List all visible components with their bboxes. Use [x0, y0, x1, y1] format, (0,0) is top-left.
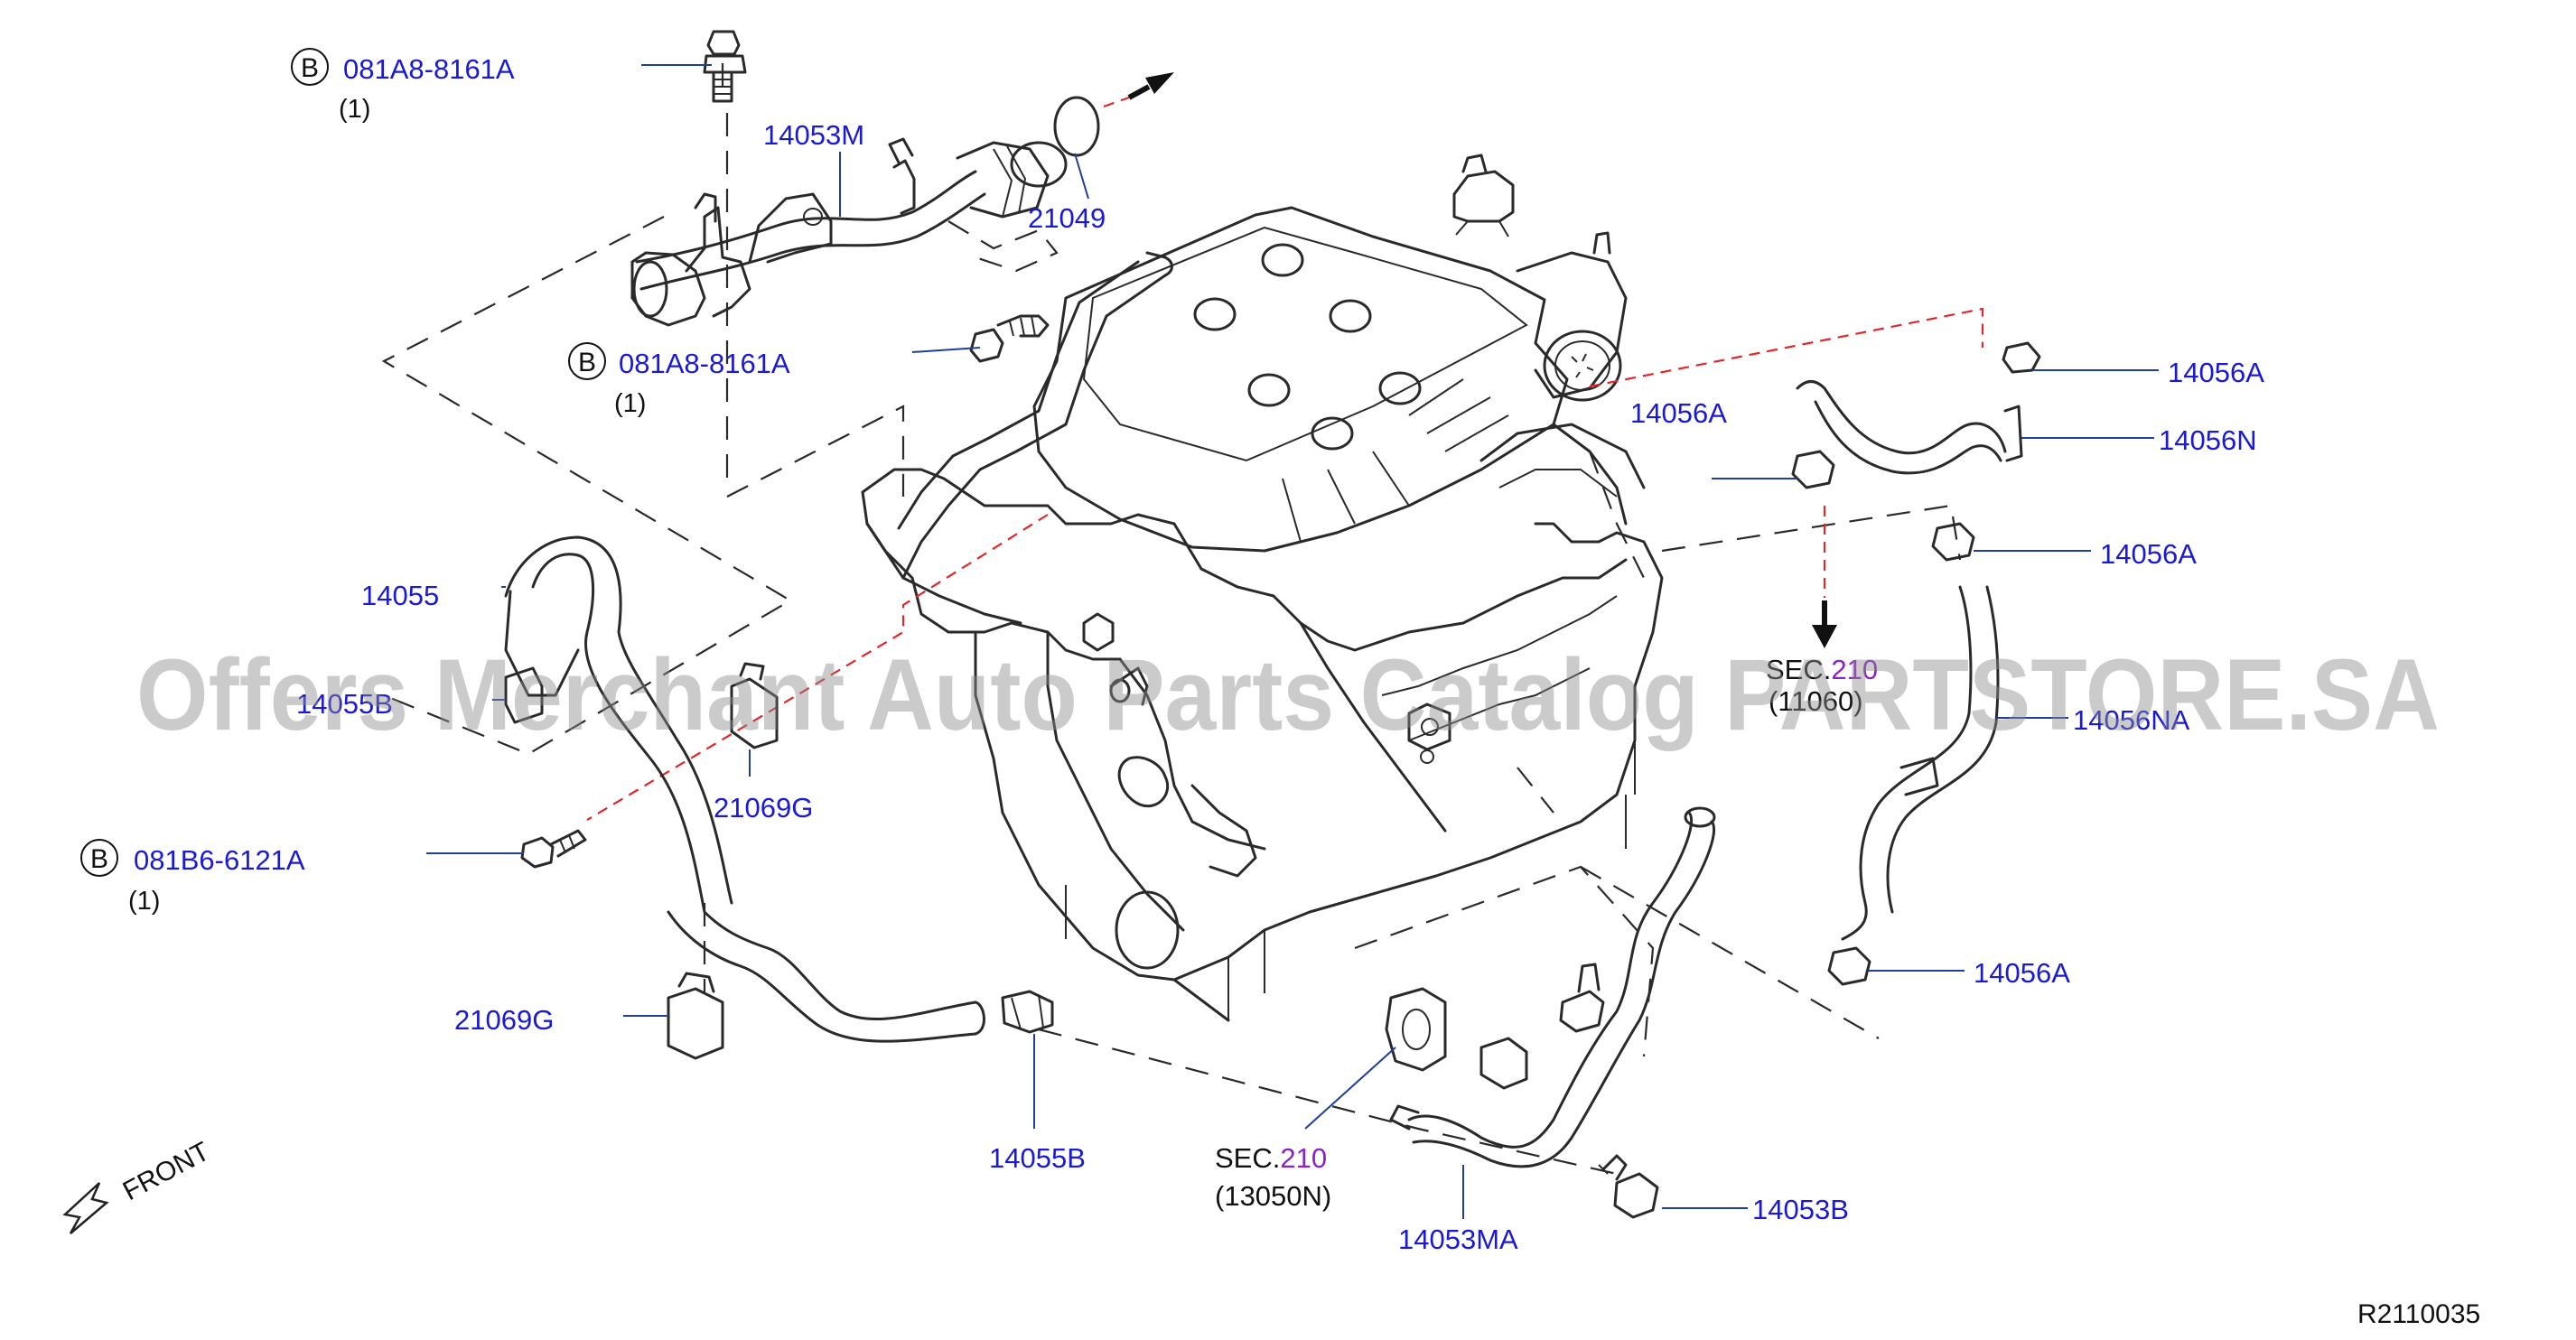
bolt-circle-icon: [568, 342, 606, 380]
bolt-letter: B: [301, 53, 319, 83]
part-number: 081A8-8161A: [619, 348, 790, 379]
label-21069G-lower[interactable]: 21069G: [454, 1004, 554, 1036]
water-outlet-assembly: [630, 30, 1174, 363]
bolt-circle-icon: [291, 48, 329, 86]
part-number: 081A8-8161A: [343, 53, 515, 85]
label-21049[interactable]: 21049: [1028, 202, 1106, 234]
label-14056A-3[interactable]: 14056A: [2100, 538, 2197, 570]
label-14056NA[interactable]: 14056NA: [2073, 704, 2190, 736]
red-guides: [586, 96, 1984, 821]
label-14056A-1[interactable]: 14056A: [1630, 397, 1727, 429]
callout-bolt-left[interactable]: B 081B6-6121A (1): [80, 839, 305, 916]
label-14056A-4[interactable]: 14056A: [1974, 957, 2070, 989]
quantity: (1): [614, 389, 646, 418]
quantity: (1): [339, 95, 370, 124]
label-14055B-bottom[interactable]: 14055B: [989, 1142, 1086, 1174]
label-14055[interactable]: 14055: [361, 580, 439, 611]
label-21069G-upper[interactable]: 21069G: [714, 792, 813, 824]
front-label: FRONT: [118, 1137, 215, 1207]
hose-14055: [504, 535, 1054, 1060]
callout-bolt-mid[interactable]: B 081A8-8161A (1): [568, 342, 790, 418]
callout-bolt-top[interactable]: B 081A8-8161A (1): [291, 48, 515, 124]
sec-subpart: (11060): [1769, 685, 1863, 717]
label-14056N[interactable]: 14056N: [2159, 424, 2257, 456]
engine-block: [861, 154, 1664, 1022]
bolt-circle-icon: [80, 839, 118, 877]
sec-reference: SEC.210: [1766, 654, 1878, 685]
label-14056A-2[interactable]: 14056A: [2168, 357, 2264, 388]
hoses-14056: [1791, 341, 2041, 986]
quantity: (1): [128, 887, 160, 916]
sec-reference: SEC.210: [1215, 1142, 1327, 1174]
bolt-letter: B: [90, 844, 108, 874]
label-14053MA[interactable]: 14053MA: [1398, 1224, 1518, 1255]
callout-sec210-right[interactable]: SEC.210 (11060): [1766, 654, 1878, 717]
bolt-letter: B: [578, 348, 596, 377]
label-14055B-left[interactable]: 14055B: [296, 688, 393, 720]
sec-subpart: (13050N): [1215, 1180, 1331, 1212]
front-arrow-icon: [62, 1182, 109, 1234]
callout-sec210-bottom[interactable]: SEC.210 (13050N): [1215, 1142, 1331, 1212]
pipe-14053MA: [1385, 806, 1716, 1219]
part-number: 081B6-6121A: [134, 844, 305, 876]
label-14053M[interactable]: 14053M: [763, 119, 864, 151]
dashed-guides: [381, 63, 1962, 1176]
watermark: Offers Merchant Auto Parts Catalog PARTS…: [136, 638, 2440, 751]
leader-lines: [426, 64, 2159, 1219]
label-14053B[interactable]: 14053B: [1752, 1194, 1849, 1225]
diagram-reference: R2110035: [2357, 1299, 2480, 1329]
